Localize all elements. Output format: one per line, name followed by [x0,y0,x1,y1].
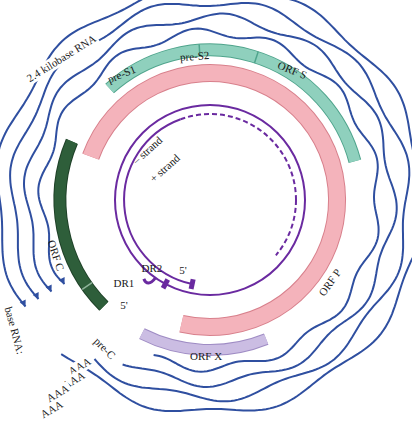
arrow-head [33,292,39,299]
primer-tail [144,278,156,283]
minus-strand [115,105,305,295]
orf-p-band-edge [91,73,337,327]
orf-x-band-edge [142,334,266,350]
arrow-head [59,277,65,284]
rna-transcript [10,3,409,401]
label: 5' [118,299,129,312]
rna-transcript [0,0,412,411]
rna-transcript [24,14,397,388]
orf-x-band [142,334,266,350]
label: pre-C [89,333,119,363]
plus-strand-dashed [276,200,296,255]
rna-transcript [38,29,378,372]
orf-c-band [60,141,104,306]
plus-strand [124,119,192,284]
label: DR1 [112,277,137,290]
label: base RNA: [1,303,27,357]
dr2-mark [191,279,193,289]
arrow-head [46,285,52,292]
pre-c-divider [82,283,92,290]
plus-strand-dashed [181,114,296,200]
label: pre-S2 [178,48,212,63]
label: DR2 [140,262,165,275]
label: 2.4 kilobase RNA [23,30,100,85]
pre-s-divider [254,52,258,63]
label: ORF X [188,350,224,363]
label: 5' [177,264,188,277]
orf-p-band [91,73,337,327]
dr1-mark [163,279,168,288]
arrow-head [20,300,26,307]
orf-c-band-edge [60,141,104,306]
